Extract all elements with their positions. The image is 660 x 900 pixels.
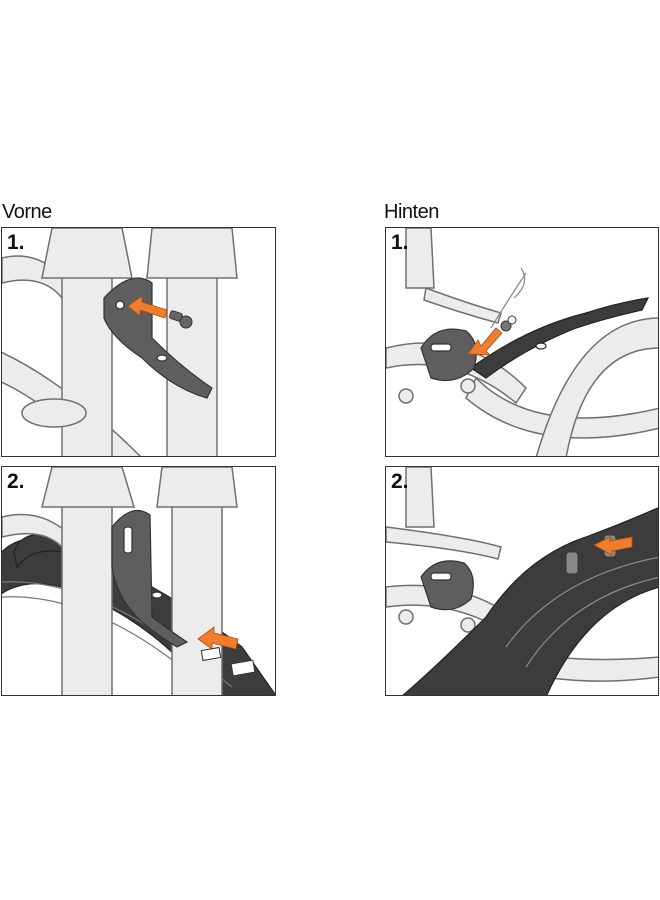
brake-cable [490, 267, 527, 329]
mounting-bracket [420, 560, 474, 611]
step-label-rear-2: 2. [391, 470, 409, 493]
heading-front: Vorne [2, 201, 52, 223]
mounting-bracket [420, 328, 477, 381]
panel-front-step-2: 2. [1, 466, 276, 696]
panel-rear-step-1: 1. [385, 227, 659, 457]
heading-rear: Hinten [384, 201, 439, 223]
washer-icon [500, 315, 517, 332]
mounting-bracket [111, 509, 189, 648]
step-label-front-1: 1. [7, 231, 25, 254]
rear-mudguard [402, 507, 658, 695]
arrow-screw-insert [127, 295, 168, 319]
screw-icon [169, 310, 193, 329]
arrow-slide-mudguard [593, 536, 633, 556]
panel-front-step-1: 1. [1, 227, 276, 457]
illustration-rear-mudguard-attached [386, 467, 658, 695]
rear-mudguard [469, 297, 650, 379]
illustration-front-bracket-mount [2, 228, 238, 456]
step-label-rear-1: 1. [391, 231, 409, 254]
illustration-front-mudguard-attached [2, 467, 275, 695]
panel-rear-step-2: 2. [385, 466, 659, 696]
illustration-rear-bracket-mount [386, 228, 658, 456]
step-label-front-2: 2. [7, 470, 25, 493]
arrow-slide-mudguard [197, 626, 239, 650]
arrow-screw-insert [467, 327, 503, 356]
